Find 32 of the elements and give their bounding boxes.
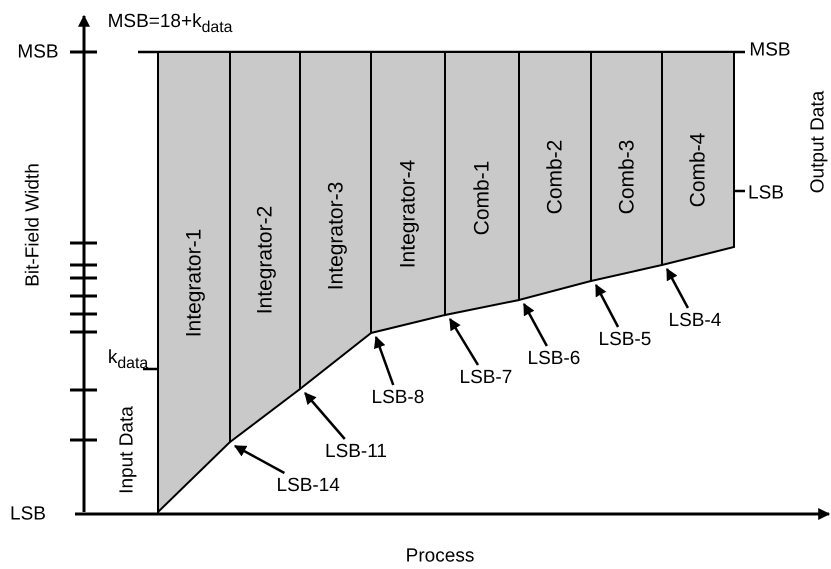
stage-label: Integrator-2 [254,206,276,314]
bit-position-label: LSB-5 [598,329,652,350]
bit-position-label: LSB-8 [372,387,424,408]
leader-arrow [522,302,548,347]
bit-position-label: LSB-7 [460,367,512,388]
stage-label: Integrator-4 [398,160,418,268]
bit-position-label: LSB-11 [325,441,387,462]
axis-title: Process [406,546,474,566]
axis-title: Bit-Field Width [24,163,42,287]
axis-tick-label: MSB [17,42,59,62]
leader-arrow [304,392,346,440]
axis-tick-label: k$_{data}$ [108,348,148,372]
bit-position-label: LSB-14 [276,475,340,496]
stage-label: Comb-2 [544,140,566,214]
bit-position-label: LSB-4 [668,310,722,331]
leader-arrow [448,318,480,366]
bit-position-label: LSB-6 [528,348,580,369]
region-label: Output Data [808,90,828,194]
region-label: Input Data [118,406,136,494]
axis-tick-label: LSB [10,504,46,524]
axis-title: MSB=18+k$_{data}$ [108,12,232,36]
stage-label: Comb-1 [472,160,492,236]
stage-label: Integrator-1 [184,228,204,338]
stage-label: Comb-3 [616,140,637,214]
axis-tick-label: MSB [749,40,791,60]
leader-arrow [234,444,285,474]
axis-tick-label: LSB [748,184,784,202]
leader-arrow [666,268,690,309]
leader-arrow [374,336,394,386]
stage-label: Integrator-3 [325,182,346,290]
stage-label: Comb-4 [688,132,708,208]
leader-arrow [594,284,620,328]
